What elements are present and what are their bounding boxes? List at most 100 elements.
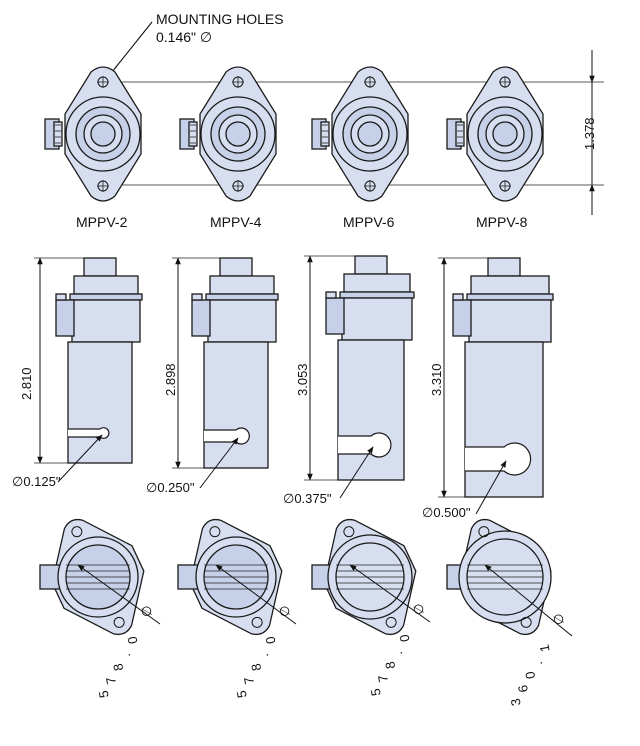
body-port (225, 121, 251, 147)
front-view-unit (44, 66, 142, 202)
top-view-row: MOUNTING HOLES 0.146" ∅ 1.378 MPPV-2 MPP… (44, 11, 604, 230)
mounting-holes-dia: 0.146" ∅ (156, 29, 212, 45)
head (209, 275, 275, 295)
collar (339, 291, 415, 299)
collar (466, 293, 554, 301)
bottom-connector (177, 564, 199, 590)
lower-body (464, 341, 544, 498)
top-knob (83, 257, 117, 277)
connector-pins (455, 121, 465, 147)
coil (207, 299, 277, 343)
length-dim-label: 3.310 (429, 363, 444, 396)
length-dim-label: 2.810 (19, 367, 34, 400)
coil (468, 299, 552, 343)
bottom-dia-char: 7 (103, 676, 119, 686)
bottom-dia-char: ∅ (276, 604, 293, 618)
port-cutout (68, 427, 110, 439)
bottom-dia-char: 5 (234, 689, 250, 699)
bottom-dia-char: . (256, 652, 271, 658)
dia-leader (484, 564, 573, 637)
bottom-mounting-hole (113, 616, 125, 628)
top-knob (354, 255, 388, 275)
bottom-dia-char: ∅ (410, 602, 427, 616)
bottom-view-row (39, 518, 573, 637)
port-leader (475, 460, 507, 515)
side-view-unit (34, 257, 143, 483)
connector-pins (188, 121, 198, 147)
mounting-holes-label: MOUNTING HOLES (156, 11, 284, 27)
bottom-connector (39, 564, 61, 590)
bottom-dia-char: 0 (263, 635, 279, 645)
bottom-dia-char: 5 (96, 689, 112, 699)
model-label: MPPV-6 (343, 214, 395, 230)
bottom-dia-char: 8 (382, 660, 398, 670)
length-dim-label: 3.053 (295, 363, 310, 396)
port-leader (57, 434, 103, 483)
bottom-dia-char: 5 (368, 687, 384, 697)
port-dia-label: ∅0.500" (422, 505, 471, 520)
bottom-mounting-hole (385, 616, 397, 628)
port-leader (199, 437, 239, 489)
front-view-unit (446, 66, 544, 202)
coil (71, 299, 141, 343)
bottom-view-unit (177, 518, 297, 636)
bottom-dia-char: ∅ (138, 604, 155, 618)
bottom-dia-char: 7 (375, 674, 391, 684)
bottom-dia-char: 6 (515, 684, 531, 694)
lower-body (337, 339, 405, 481)
connector-pins (320, 121, 330, 147)
connector-pins (53, 121, 63, 147)
connector-tab (452, 293, 464, 301)
length-dim-label: 2.898 (163, 363, 178, 396)
bottom-mounting-hole (520, 616, 532, 628)
bottom-dia-char: 3 (508, 697, 524, 707)
height-dim-label: 1.378 (582, 117, 597, 150)
head (73, 275, 139, 295)
bottom-view-unit (311, 518, 431, 636)
body-port (492, 121, 518, 147)
bottom-dia-char: . (118, 652, 133, 658)
side-view-row (34, 255, 554, 515)
bottom-view-unit (39, 518, 161, 636)
side-connector (191, 299, 211, 337)
connector-tab (191, 293, 203, 301)
bottom-dia-char: 8 (110, 662, 126, 672)
dia-leader (77, 564, 161, 625)
side-view-unit (172, 257, 279, 489)
collar (69, 293, 143, 301)
bottom-view-unit (446, 518, 573, 637)
port-cutout (338, 432, 392, 458)
bottom-mounting-hole (71, 526, 83, 538)
side-view-unit (304, 255, 415, 499)
port-dia-label: ∅0.375" (283, 491, 332, 506)
port-cutout (204, 427, 250, 445)
bottom-dia-char: ∅ (550, 612, 567, 626)
bottom-dia-char: 8 (248, 662, 264, 672)
port-cutout (465, 442, 532, 476)
dia-leader (215, 564, 297, 625)
model-label: MPPV-8 (476, 214, 528, 230)
lower-body (203, 341, 269, 469)
lower-body (67, 341, 133, 464)
side-connector (325, 297, 345, 335)
port-dia-label: ∅0.125" (12, 474, 61, 489)
dia-leader (349, 564, 431, 623)
front-view-unit (311, 66, 409, 202)
side-view-unit (438, 257, 554, 515)
head (470, 275, 550, 295)
side-connector (55, 299, 75, 337)
top-knob (487, 257, 521, 277)
bottom-dia-char: 0 (125, 635, 141, 645)
body-port (357, 121, 383, 147)
bottom-dia-char: . (390, 650, 405, 656)
side-connector (452, 299, 472, 337)
front-view-unit (179, 66, 277, 202)
bottom-dia-char: . (530, 660, 545, 666)
port-dia-label: ∅0.250" (146, 480, 195, 495)
collar (205, 293, 279, 301)
coil (341, 297, 413, 341)
body-port (90, 121, 116, 147)
bottom-mounting-hole (209, 526, 221, 538)
bottom-mounting-hole (478, 526, 490, 538)
